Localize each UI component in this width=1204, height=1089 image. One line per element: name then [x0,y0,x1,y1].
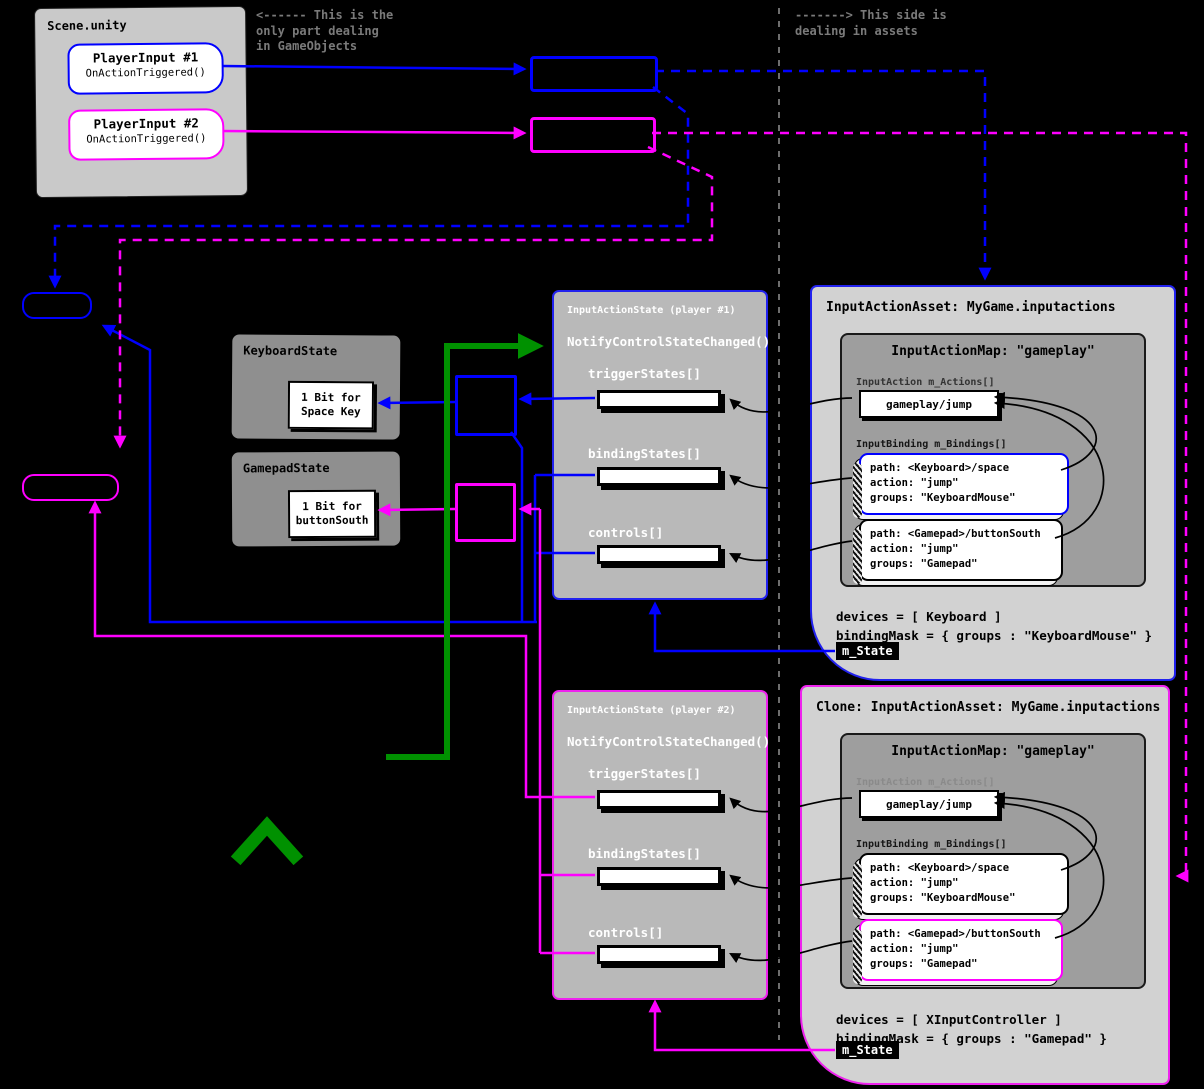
state2-trigger-states-label: triggerStates[] [588,766,701,781]
scene-title: Scene.unity [47,18,127,33]
asset1-title: InputActionAsset: MyGame.inputactions [826,300,1116,315]
input-action-state-1-panel: InputActionState (player #1) NotifyContr… [552,290,771,600]
asset1-devices: devices = [ Keyboard ] [836,609,1002,624]
assets-note: -------> This side is dealing in assets [795,8,947,38]
binding-groups: groups: "Gamepad" [870,958,978,971]
state2-binding-states-array [597,867,721,886]
binding-action: action: "jump" [870,543,959,556]
clone-action-asset-panel: Clone: InputActionAsset: MyGame.inputact… [800,685,1170,1085]
asset1-map-title: InputActionMap: "gameplay" [891,344,1095,359]
player-input-1-callback: OnActionTriggered() [85,66,206,80]
green-up-chevron-icon [230,816,304,866]
player-input-2-callback: OnActionTriggered() [86,132,207,146]
callback-node-player1 [22,292,92,319]
state2-controls-label: controls[] [588,925,664,940]
asset1-binding-keyboard-card: path: <Keyboard>/space action: "jump" gr… [853,453,1069,518]
monitor-box-player2 [455,483,516,542]
state2-title: InputActionState (player #2) [567,705,736,716]
input-action-asset-panel: InputActionAsset: MyGame.inputactions In… [810,285,1176,681]
state2-binding-states-label: bindingStates[] [588,846,701,861]
input-action-state-2-panel: InputActionState (player #2) NotifyContr… [552,690,771,1000]
delegate-box-player1 [530,56,658,92]
asset2-map-title: InputActionMap: "gameplay" [891,744,1095,759]
player-input-2-name: PlayerInput #2 [93,115,199,132]
keyboard-space-bit: 1 Bit for Space Key [287,380,375,430]
player-input-1-name: PlayerInput #1 [92,49,199,66]
asset1-mstate-label: m_State [836,642,899,660]
asset1-binding-gamepad-card: path: <Gamepad>/buttonSouth action: "jum… [853,519,1063,584]
state1-controls-label: controls[] [588,525,664,540]
asset2-mstate-label: m_State [836,1041,899,1059]
binding-groups: groups: "KeyboardMouse" [870,892,1016,905]
gameobjects-note: <------ This is the only part dealing in… [256,8,394,54]
state2-controls-array [597,945,721,964]
asset1-actions-label: InputAction m_Actions[] [856,377,995,388]
state1-notify-label: NotifyControlStateChanged() [567,334,771,349]
asset2-binding-mask: bindingMask = { groups : "Gamepad" } [836,1031,1107,1046]
player-input-1-node: PlayerInput #1 OnActionTriggered() [67,42,224,95]
gamepad-buttonsouth-bit: 1 Bit for buttonSouth [287,489,377,539]
asset1-action-jump: gameplay/jump [859,390,999,418]
binding-path: path: <Gamepad>/buttonSouth [870,528,1041,540]
asset2-action-map-panel: InputActionMap: "gameplay" InputAction m… [840,733,1146,989]
asset2-title: Clone: InputActionAsset: MyGame.inputact… [816,700,1161,715]
asset2-binding-gamepad-card: path: <Gamepad>/buttonSouth action: "jum… [853,919,1063,984]
binding-groups: groups: "KeyboardMouse" [870,492,1016,505]
binding-action: action: "jump" [870,477,959,490]
binding-action: action: "jump" [870,877,959,890]
state2-notify-label: NotifyControlStateChanged() [567,734,771,749]
keyboard-state-title: KeyboardState [243,343,338,359]
state1-binding-states-array [597,467,721,486]
gamepad-state-title: GamepadState [242,460,330,476]
keyboard-state-panel: KeyboardState 1 Bit for Space Key [231,334,401,440]
scene-panel: Scene.unity PlayerInput #1 OnActionTrigg… [34,5,248,199]
state1-trigger-states-array [597,390,721,409]
binding-groups: groups: "Gamepad" [870,558,978,571]
state1-trigger-states-label: triggerStates[] [588,366,701,381]
delegate-box-player2 [530,117,656,153]
asset2-actions-label: InputAction m_Actions[] [856,777,995,788]
gamepad-state-panel: GamepadState 1 Bit for buttonSouth [231,451,401,547]
binding-path: path: <Keyboard>/space [870,862,1010,874]
state1-controls-array [597,545,721,564]
callback-node-player2 [22,474,119,501]
asset2-bindings-label: InputBinding m_Bindings[] [856,839,1007,850]
asset1-binding-mask: bindingMask = { groups : "KeyboardMouse"… [836,628,1153,643]
binding-path: path: <Keyboard>/space [870,462,1010,474]
asset2-action-jump: gameplay/jump [859,790,999,818]
asset1-action-map-panel: InputActionMap: "gameplay" InputAction m… [840,333,1146,587]
monitor-box-player1 [455,375,517,436]
binding-path: path: <Gamepad>/buttonSouth [870,928,1041,940]
binding-action: action: "jump" [870,943,959,956]
state2-trigger-states-array [597,790,721,809]
player-input-2-node: PlayerInput #2 OnActionTriggered() [68,108,225,161]
state1-title: InputActionState (player #1) [567,305,736,316]
asset1-bindings-label: InputBinding m_Bindings[] [856,439,1007,450]
state1-binding-states-label: bindingStates[] [588,446,701,461]
asset2-devices: devices = [ XInputController ] [836,1012,1062,1027]
asset2-binding-keyboard-card: path: <Keyboard>/space action: "jump" gr… [853,853,1069,918]
